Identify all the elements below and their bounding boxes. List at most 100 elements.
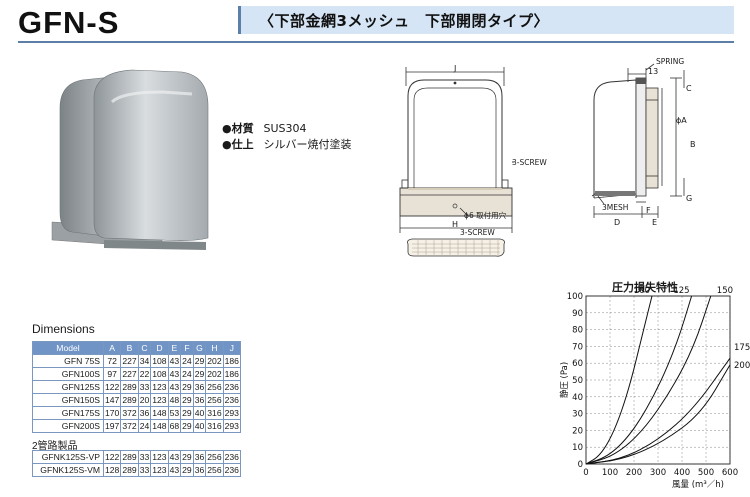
y-tick-label: 80	[572, 326, 583, 336]
column-header-h: H	[205, 341, 224, 355]
value-cell: 53	[167, 406, 182, 420]
value-cell: 236	[222, 463, 241, 477]
y-axis-label: 静圧 (Pa)	[559, 362, 570, 398]
value-cell: 29	[180, 419, 194, 433]
y-tick-label: 0	[578, 460, 583, 470]
value-cell: 197	[102, 419, 122, 433]
value-cell: 227	[120, 354, 139, 368]
y-tick-label: 30	[572, 410, 583, 420]
dim-label-h: H	[452, 220, 459, 229]
series-label-175: 175	[734, 343, 750, 353]
value-cell: 289	[120, 463, 139, 477]
y-tick-label: 10	[572, 443, 583, 453]
value-cell: 43	[167, 463, 182, 477]
value-cell: 186	[222, 354, 241, 368]
value-cell: 289	[120, 450, 139, 464]
column-header-g: G	[192, 341, 207, 355]
y-tick-label: 100	[567, 292, 583, 302]
value-cell: 43	[167, 380, 182, 394]
value-cell: 29	[180, 463, 194, 477]
series-label-125: 125	[673, 286, 689, 296]
value-cell: 123	[150, 450, 169, 464]
x-tick-label: 600	[722, 468, 738, 478]
value-cell: 256	[205, 380, 224, 394]
value-cell: 108	[150, 354, 169, 368]
column-header-c: C	[137, 341, 152, 355]
value-cell: 29	[180, 406, 194, 420]
value-cell: 227	[120, 367, 139, 381]
value-cell: 36	[192, 450, 207, 464]
value-cell: 256	[205, 393, 224, 407]
value-cell: 97	[102, 367, 122, 381]
y-tick-label: 60	[572, 359, 583, 369]
value-cell: 29	[180, 393, 194, 407]
x-tick-label: 400	[674, 468, 690, 478]
series-label-100: 100	[634, 286, 650, 296]
model-cell: GFNK125S-VP	[32, 450, 104, 464]
dim-label-b: B	[690, 140, 696, 149]
value-cell: 22	[137, 367, 152, 381]
x-axis-label: 風量 (m³／h)	[672, 480, 724, 490]
x-tick-label: 500	[698, 468, 714, 478]
spec-finish: ●仕上 シルバー焼付塗装	[222, 136, 352, 152]
y-tick-label: 50	[572, 376, 583, 386]
spec-finish-label: ●仕上	[222, 138, 254, 151]
spec-material-label: ●材質	[222, 122, 254, 135]
plot-frame	[585, 295, 731, 465]
value-cell: 123	[150, 380, 169, 394]
product-photo	[51, 69, 209, 250]
value-cell: 372	[120, 406, 139, 420]
y-tick-label: 40	[572, 393, 583, 403]
value-cell: 29	[180, 380, 194, 394]
column-header-a: A	[102, 341, 122, 355]
value-cell: 170	[102, 406, 122, 420]
value-cell: 33	[137, 463, 152, 477]
value-cell: 236	[222, 450, 241, 464]
model-cell: GFNK125S-VM	[32, 463, 104, 477]
subtitle-banner: 〈下部金網3メッシュ 下部開閉タイプ〉	[238, 6, 734, 34]
value-cell: 72	[102, 354, 122, 368]
dim-label-phi-a: ϕA	[676, 116, 687, 125]
value-cell: 123	[150, 393, 169, 407]
column-header-f: F	[180, 341, 194, 355]
x-tick-label: 300	[650, 468, 666, 478]
y-tick-label: 70	[572, 342, 583, 352]
series-label-200: 200	[734, 361, 750, 371]
value-cell: 372	[120, 419, 139, 433]
value-cell: 33	[137, 450, 152, 464]
header-rule	[18, 41, 734, 43]
value-cell: 43	[167, 354, 182, 368]
model-cell: GFN200S	[32, 419, 104, 433]
value-cell: 293	[222, 419, 241, 433]
model-cell: GFN100S	[32, 367, 104, 381]
value-cell: 24	[180, 354, 194, 368]
value-cell: 293	[222, 406, 241, 420]
value-cell: 289	[120, 393, 139, 407]
value-cell: 36	[192, 463, 207, 477]
series-line-150	[585, 295, 712, 465]
value-cell: 33	[137, 380, 152, 394]
value-cell: 316	[205, 419, 224, 433]
value-cell: 122	[102, 450, 122, 464]
dim-label-d: D	[614, 218, 621, 227]
value-cell: 48	[167, 393, 182, 407]
value-cell: 29	[192, 354, 207, 368]
series-line-200	[585, 364, 731, 465]
value-cell: 202	[205, 367, 224, 381]
y-tick-label: 90	[572, 309, 583, 319]
model-cell: GFN175S	[32, 406, 104, 420]
y-tick-label: 20	[572, 426, 583, 436]
dimensions-title: Dimensions	[32, 322, 95, 336]
spec-finish-value: シルバー焼付塗装	[263, 138, 352, 151]
value-cell: 29	[192, 367, 207, 381]
value-cell: 36	[137, 406, 152, 420]
series-line-125	[585, 295, 693, 465]
model-cell: GFN 75S	[32, 354, 104, 368]
value-cell: 122	[102, 380, 122, 394]
dim-label-j: J	[454, 64, 457, 73]
dual-duct-title: 2管路製品	[32, 441, 78, 452]
